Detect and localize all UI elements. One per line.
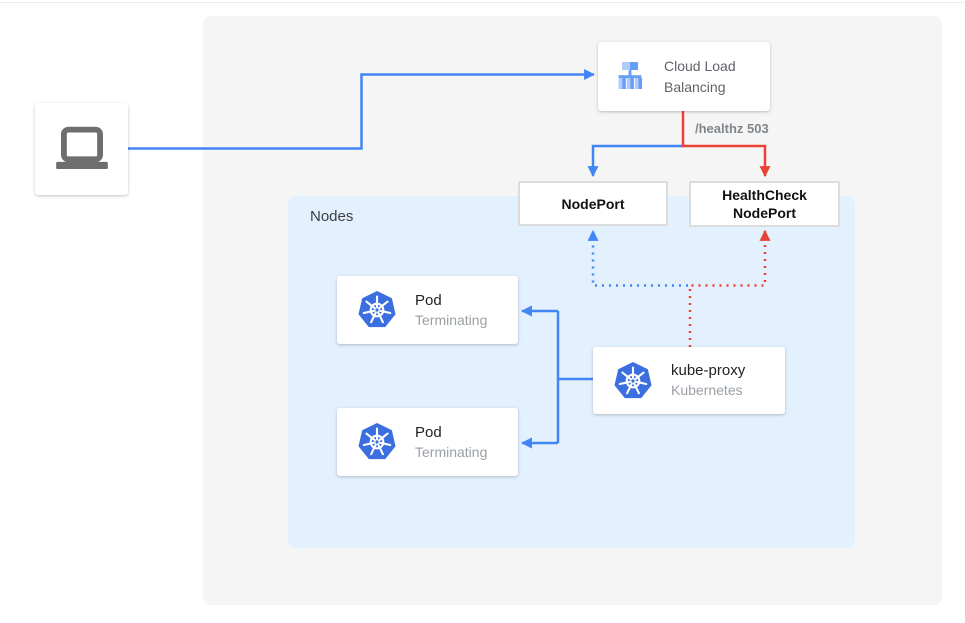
- kubernetes-icon: [357, 422, 397, 462]
- load-balancer-icon: [610, 57, 650, 97]
- healthcheck-nodeport-label: HealthCheck NodePort: [722, 186, 807, 221]
- cloud-load-balancing-label: Cloud Load Balancing: [664, 58, 736, 95]
- nodes-panel-label: Nodes: [310, 208, 354, 225]
- healthcheck-nodeport-box: HealthCheck NodePort: [689, 181, 840, 227]
- kube-proxy-card: kube-proxy Kubernetes: [593, 347, 785, 414]
- pod-status: Terminating: [415, 311, 488, 328]
- pod-title: Pod: [415, 423, 442, 441]
- pod-status: Terminating: [415, 443, 488, 460]
- kube-proxy-title: kube-proxy: [671, 362, 746, 380]
- kubernetes-icon: [613, 361, 653, 401]
- cloud-load-balancing-card: Cloud Load Balancing: [598, 42, 770, 111]
- pod-terminating-card-2: Pod Terminating: [337, 408, 518, 476]
- client-device-card: [35, 103, 128, 195]
- nodeport-box: NodePort: [518, 181, 668, 226]
- kubernetes-icon: [357, 290, 397, 330]
- laptop-icon: [51, 118, 113, 180]
- kube-proxy-subtitle: Kubernetes: [671, 382, 743, 399]
- pod-title: Pod: [415, 291, 442, 309]
- top-divider: [0, 2, 965, 3]
- pod-terminating-card-1: Pod Terminating: [337, 276, 518, 344]
- healthz-503-label: /healthz 503: [695, 121, 769, 136]
